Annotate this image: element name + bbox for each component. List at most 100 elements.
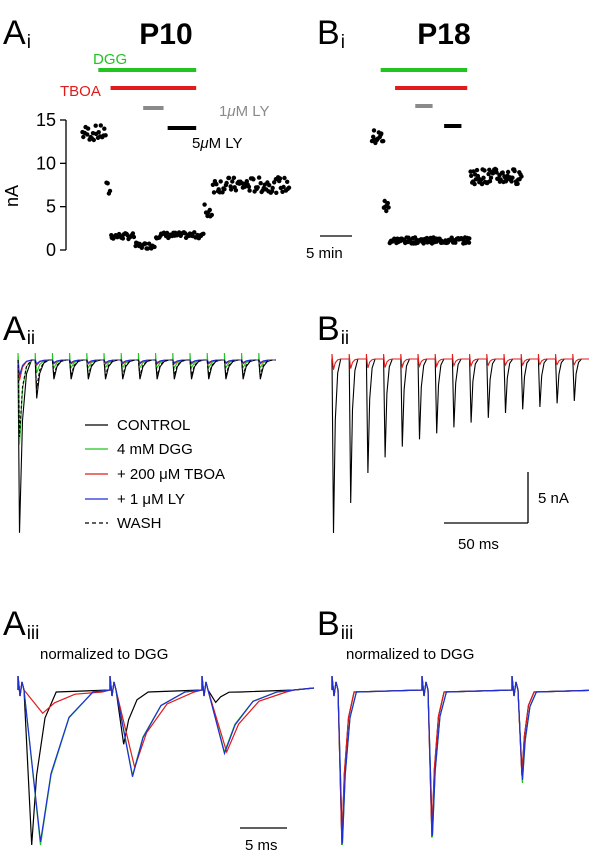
data-point bbox=[226, 175, 232, 181]
scatter-points-ai bbox=[80, 123, 292, 251]
y-tick-label: 0 bbox=[46, 240, 56, 260]
data-point bbox=[466, 240, 472, 245]
data-point bbox=[139, 245, 144, 250]
y-tick-label: 15 bbox=[36, 110, 56, 130]
data-point bbox=[130, 231, 136, 236]
data-point bbox=[424, 235, 430, 241]
drug-label-1um-ly: 1μM LY bbox=[219, 103, 269, 120]
panel-label-ai: Ai bbox=[3, 14, 31, 53]
drug-bars-bi bbox=[380, 68, 468, 128]
data-point bbox=[280, 189, 285, 194]
data-point bbox=[281, 184, 286, 190]
trace-control bbox=[331, 675, 589, 846]
data-point bbox=[192, 230, 197, 235]
panel-label-biii: Biii bbox=[317, 605, 353, 644]
data-point bbox=[512, 168, 517, 174]
time-scalebar-5ms-label: 5 ms bbox=[245, 837, 278, 853]
traces-aiii bbox=[17, 675, 315, 846]
data-point bbox=[201, 231, 206, 236]
data-point bbox=[385, 200, 390, 206]
data-point bbox=[131, 234, 137, 240]
legend: CONTROL 4 mM DGG + 200 μM TBOA + 1 μM LY… bbox=[85, 417, 225, 532]
data-point bbox=[277, 176, 283, 181]
data-point bbox=[519, 174, 524, 179]
data-point bbox=[379, 131, 384, 136]
data-point bbox=[274, 190, 279, 195]
scatter-points-bi bbox=[369, 128, 524, 246]
trace-control bbox=[331, 358, 589, 534]
data-point bbox=[469, 173, 474, 178]
data-point bbox=[233, 188, 239, 193]
data-point bbox=[371, 128, 377, 133]
data-point bbox=[164, 230, 170, 236]
data-point bbox=[137, 241, 142, 247]
data-point bbox=[224, 180, 229, 186]
data-point bbox=[93, 123, 98, 128]
normalization-note-a: normalized to DGG bbox=[40, 646, 168, 663]
data-point bbox=[222, 187, 227, 192]
drug-label-tboa: TBOA bbox=[60, 83, 101, 100]
data-point bbox=[231, 175, 237, 180]
data-point bbox=[209, 212, 214, 218]
data-point bbox=[146, 241, 152, 246]
data-point bbox=[472, 181, 477, 187]
data-point bbox=[120, 236, 126, 241]
panel-label-aii: Aii bbox=[3, 310, 35, 349]
trace-tboa bbox=[331, 353, 589, 370]
data-point bbox=[207, 207, 212, 213]
data-point bbox=[494, 170, 499, 175]
data-point bbox=[267, 183, 272, 188]
time-scalebar-50ms-label: 50 ms bbox=[458, 536, 499, 553]
data-point bbox=[467, 236, 472, 241]
trace-ly bbox=[17, 675, 315, 842]
data-point bbox=[256, 175, 262, 180]
drug-bars-ai bbox=[98, 68, 197, 130]
y-tick-label: 5 bbox=[46, 197, 56, 217]
data-point bbox=[486, 171, 491, 177]
traces-biii bbox=[331, 675, 589, 846]
data-point bbox=[102, 126, 107, 131]
data-point bbox=[381, 138, 386, 144]
data-point bbox=[96, 130, 101, 135]
panel-aii: Aii CONTROL 4 mM DGG + 200 μM TBOA + 1 μ… bbox=[3, 310, 276, 533]
legend-label-tboa: + 200 μM TBOA bbox=[117, 466, 225, 483]
drug-label-5um-ly: 5μM LY bbox=[192, 135, 242, 152]
data-point bbox=[85, 132, 90, 137]
data-point bbox=[211, 190, 217, 195]
data-point bbox=[515, 181, 520, 186]
data-point bbox=[218, 179, 223, 184]
data-point bbox=[202, 202, 207, 207]
data-point bbox=[509, 179, 514, 184]
data-point bbox=[488, 175, 494, 180]
data-point bbox=[244, 179, 249, 184]
legend-label-control: CONTROL bbox=[117, 417, 190, 434]
time-scalebar-5min-label: 5 min bbox=[306, 245, 343, 262]
data-point bbox=[482, 168, 487, 173]
data-point bbox=[105, 181, 110, 186]
data-point bbox=[103, 133, 108, 138]
data-point bbox=[228, 187, 234, 192]
data-point bbox=[510, 175, 515, 180]
trace-control bbox=[17, 675, 315, 846]
data-point bbox=[474, 167, 480, 173]
trace-dgg bbox=[17, 675, 315, 846]
data-point bbox=[384, 208, 389, 214]
data-point bbox=[282, 175, 287, 181]
data-point bbox=[255, 185, 260, 190]
panel-label-bii: Bii bbox=[317, 310, 349, 349]
legend-label-wash: WASH bbox=[117, 515, 161, 532]
data-point bbox=[285, 179, 290, 184]
normalization-note-b: normalized to DGG bbox=[346, 646, 474, 663]
data-point bbox=[85, 126, 91, 131]
data-point bbox=[143, 241, 148, 246]
data-point bbox=[230, 179, 235, 184]
panel-bii: Bii 5 nA 50 ms bbox=[317, 310, 589, 553]
panel-label-bi: Bi bbox=[317, 14, 345, 53]
data-point bbox=[246, 184, 252, 189]
data-point bbox=[286, 185, 292, 190]
data-point bbox=[386, 205, 391, 210]
data-point bbox=[500, 170, 505, 175]
